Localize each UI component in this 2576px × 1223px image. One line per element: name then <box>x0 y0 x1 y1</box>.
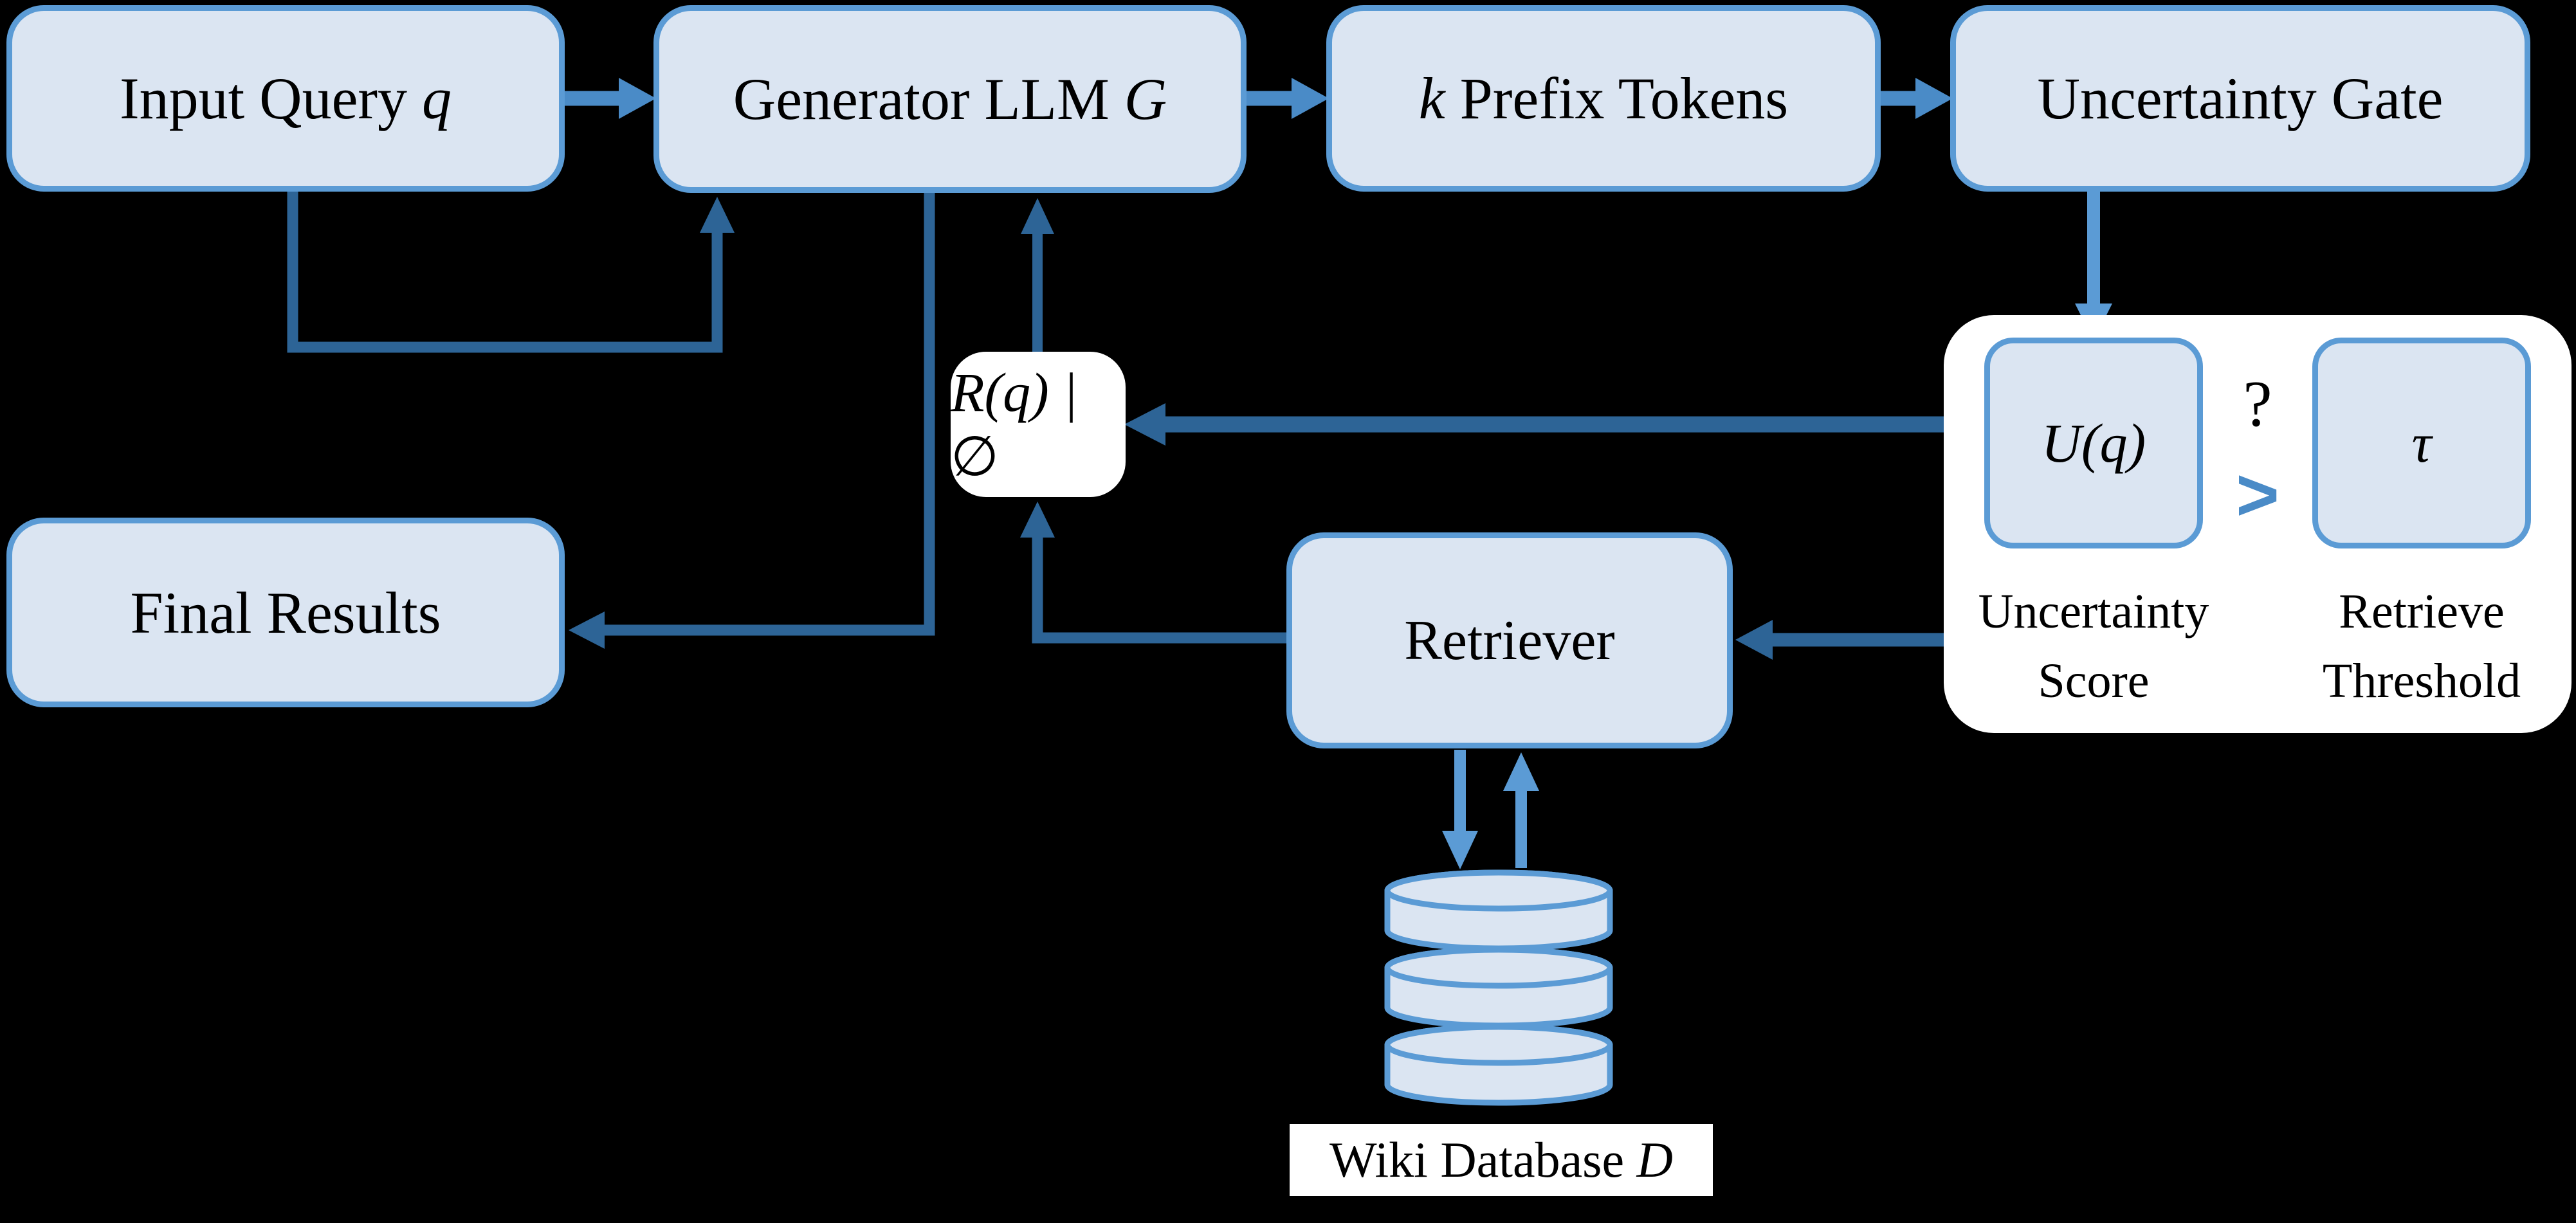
prefix-tokens-label: Prefix Tokens <box>1445 66 1789 131</box>
generator-llm-node: Generator LLM G <box>653 5 1247 193</box>
retrieve-threshold-caption: Retrieve Threshold <box>2272 577 2571 716</box>
arrow-database-to-retriever <box>1503 752 1539 868</box>
uncertainty-score-node: U(q) <box>1984 338 2203 548</box>
final-results-node: Final Results <box>6 518 565 707</box>
retriever-node: Retriever <box>1286 532 1733 748</box>
arrow-generator-to-prefix <box>1245 78 1329 119</box>
arrow-retriever-to-database <box>1442 750 1478 869</box>
arrow-retriever-to-result <box>1020 502 1288 644</box>
prefix-tokens-symbol: k <box>1418 66 1445 131</box>
generator-llm-symbol: G <box>1124 66 1167 132</box>
final-results-label: Final Results <box>130 579 441 646</box>
uncertainty-score-caption: Uncertainty Score <box>1944 577 2243 716</box>
database-icon <box>1384 869 1613 1106</box>
wiki-database-label: Wiki Database D <box>1290 1124 1713 1196</box>
uncertainty-score-caption-line1: Uncertainty <box>1978 584 2209 639</box>
arrow-result-to-generator <box>1021 198 1054 353</box>
retrieval-result-formula: R(q) | ∅ <box>951 361 1078 487</box>
arrow-input-to-generator-feedback <box>287 190 735 353</box>
arrow-generator-to-final-results <box>569 193 935 649</box>
retrieve-threshold-formula: τ <box>2411 412 2432 474</box>
retriever-label: Retriever <box>1404 609 1615 672</box>
generator-llm-label: Generator LLM <box>733 66 1124 132</box>
uncertainty-score-formula: U(q) <box>2041 412 2146 474</box>
wiki-database-symbol: D <box>1636 1132 1674 1188</box>
input-query-node: Input Query q <box>6 5 565 192</box>
arrow-input-to-generator <box>565 78 656 119</box>
uncertainty-gate-label: Uncertainty Gate <box>2037 66 2444 131</box>
wiki-database-text: Wiki Database <box>1329 1132 1637 1188</box>
input-query-label: Input Query <box>119 66 423 131</box>
retrieve-threshold-caption-line2: Threshold <box>2322 653 2521 708</box>
gate-detail-panel: U(q) τ ? > Uncertainty Score Retrieve Th… <box>1944 315 2571 733</box>
uncertainty-score-caption-line2: Score <box>2038 653 2150 708</box>
retrieval-result-node: R(q) | ∅ <box>951 352 1126 497</box>
uncertainty-gate-node: Uncertainty Gate <box>1950 5 2530 192</box>
retrieve-threshold-caption-line1: Retrieve <box>2339 584 2505 639</box>
greater-than-comparator: > <box>2236 453 2279 536</box>
input-query-symbol: q <box>422 66 452 131</box>
arrow-gatepanel-to-result <box>1124 403 1946 446</box>
prefix-tokens-node: k Prefix Tokens <box>1326 5 1881 192</box>
arrow-prefix-to-gate <box>1879 78 1953 119</box>
retrieve-threshold-node: τ <box>2312 338 2531 548</box>
question-mark: ? <box>2243 368 2272 440</box>
arrow-gatepanel-to-retriever <box>1735 620 1946 660</box>
